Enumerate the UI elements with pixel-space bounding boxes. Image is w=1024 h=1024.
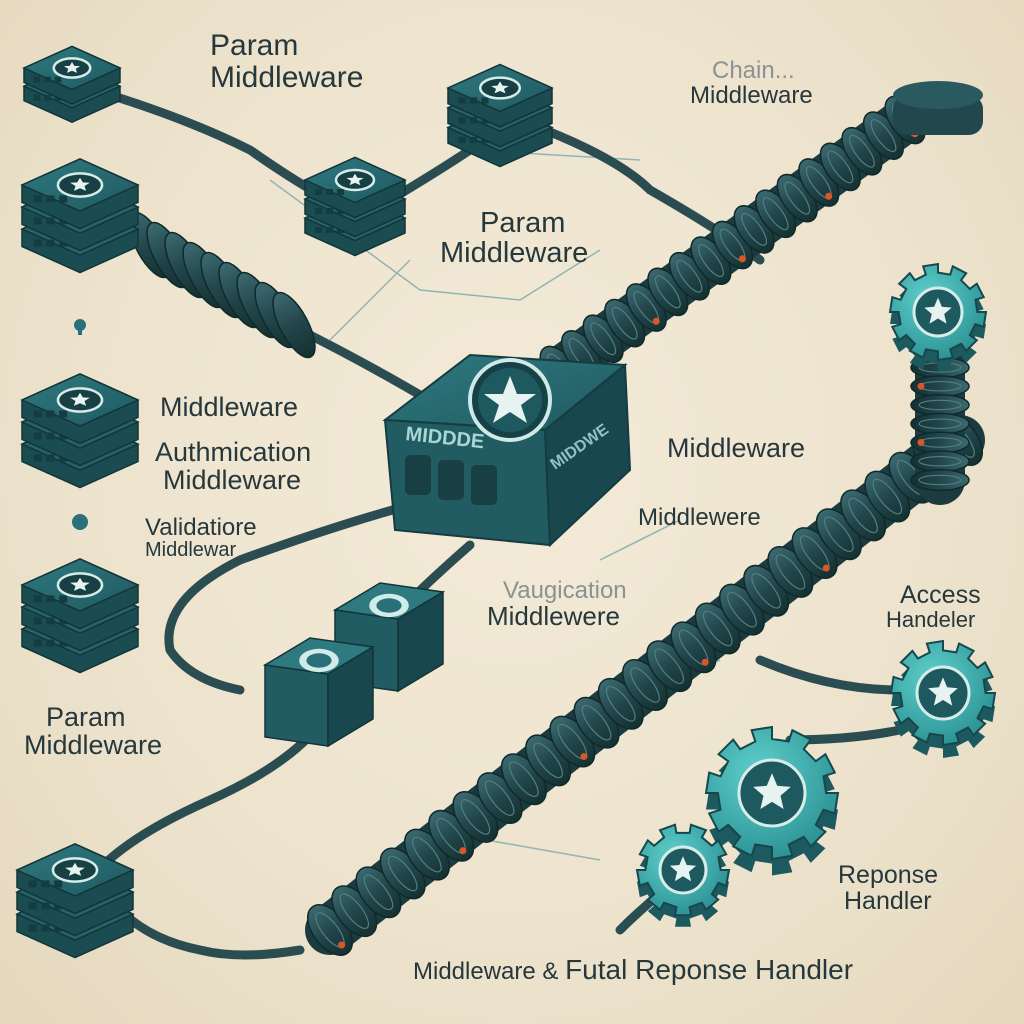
cable-ring: [910, 468, 970, 492]
label-middleware-right: Middleware: [667, 433, 806, 463]
middleware-stack: [446, 63, 554, 168]
star-icon: [491, 81, 509, 94]
star-icon: [753, 773, 791, 809]
middleware-stack: [20, 158, 140, 274]
star-icon: [928, 677, 958, 706]
small-cubes: [262, 582, 446, 748]
label-chain-middleware: Chain...Middleware: [690, 57, 813, 110]
cable-ring: [604, 298, 646, 348]
star-icon: [669, 856, 697, 882]
cable-ring: [910, 393, 970, 417]
spring-coil: [128, 211, 316, 359]
module-stacks: [15, 45, 554, 959]
label-middleware-left: Middleware: [160, 392, 299, 422]
star-icon: [924, 297, 952, 324]
middleware-stack: [20, 373, 140, 489]
gear-icon: [888, 262, 988, 372]
central-middleware-box: MIDDDE MIDDWE: [382, 353, 632, 548]
star-icon: [70, 577, 90, 591]
gear-icon: [889, 639, 997, 758]
middleware-stack: [303, 156, 407, 257]
label-middleware-right2: Middlewere: [638, 504, 761, 531]
middleware-stack: [22, 45, 122, 124]
gears: [635, 262, 997, 927]
cable-ring: [910, 450, 970, 473]
star-icon: [63, 61, 81, 73]
cable-ring: [910, 412, 970, 435]
star-icon: [70, 392, 90, 406]
middleware-stack: [15, 843, 135, 959]
star-icon: [70, 177, 90, 191]
cable-ring: [910, 375, 970, 398]
cable-ring: [819, 142, 861, 192]
label-footer: Middleware & Futal Reponse Handler: [413, 954, 854, 985]
gear-icon: [635, 823, 731, 927]
cable-ring: [798, 158, 840, 207]
gear-icon: [704, 725, 840, 876]
cube-icon: [262, 637, 376, 748]
star-icon: [484, 376, 536, 423]
star-icon: [346, 173, 364, 186]
pins: [72, 319, 88, 530]
star-icon: [65, 862, 85, 876]
cable-ring: [910, 431, 970, 454]
middleware-stack: [20, 558, 140, 674]
